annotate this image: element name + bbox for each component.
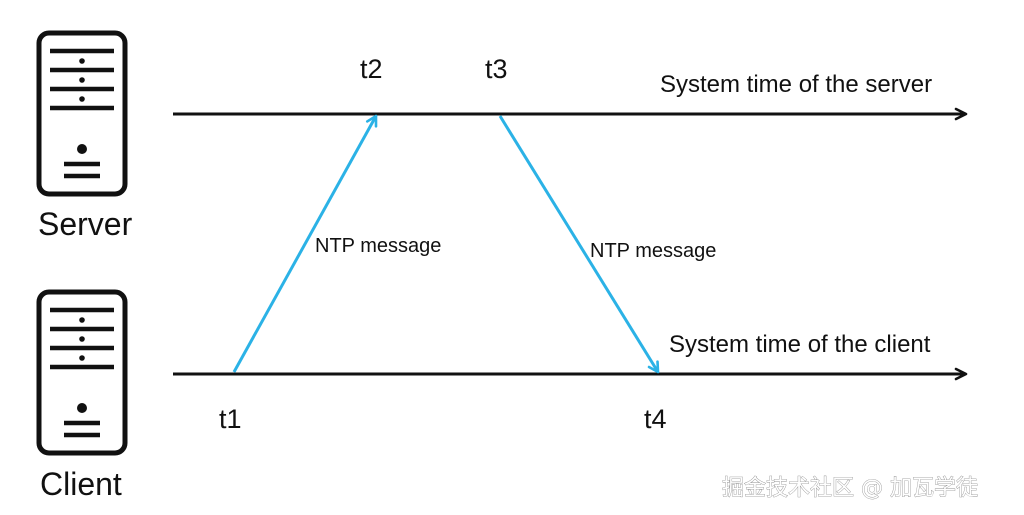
watermark-text: 掘金技术社区 @ 加瓦学徒 <box>722 476 978 501</box>
client-label: Client <box>40 466 122 502</box>
time-label-t4: t4 <box>644 404 667 434</box>
ntp-response-label: NTP message <box>590 240 716 262</box>
time-label-t3: t3 <box>485 54 508 84</box>
client-timeline-label: System time of the client <box>669 331 931 358</box>
server-tower-icon <box>36 30 128 197</box>
time-label-t2: t2 <box>360 54 383 84</box>
ntp-request-arrow <box>232 114 378 373</box>
ntp-request-label: NTP message <box>315 235 441 257</box>
computer-tower-icon <box>36 289 128 456</box>
time-label-t1: t1 <box>219 404 242 434</box>
server-timeline-label: System time of the server <box>660 71 932 98</box>
ntp-response-arrow <box>498 115 660 374</box>
server-label: Server <box>38 206 133 242</box>
